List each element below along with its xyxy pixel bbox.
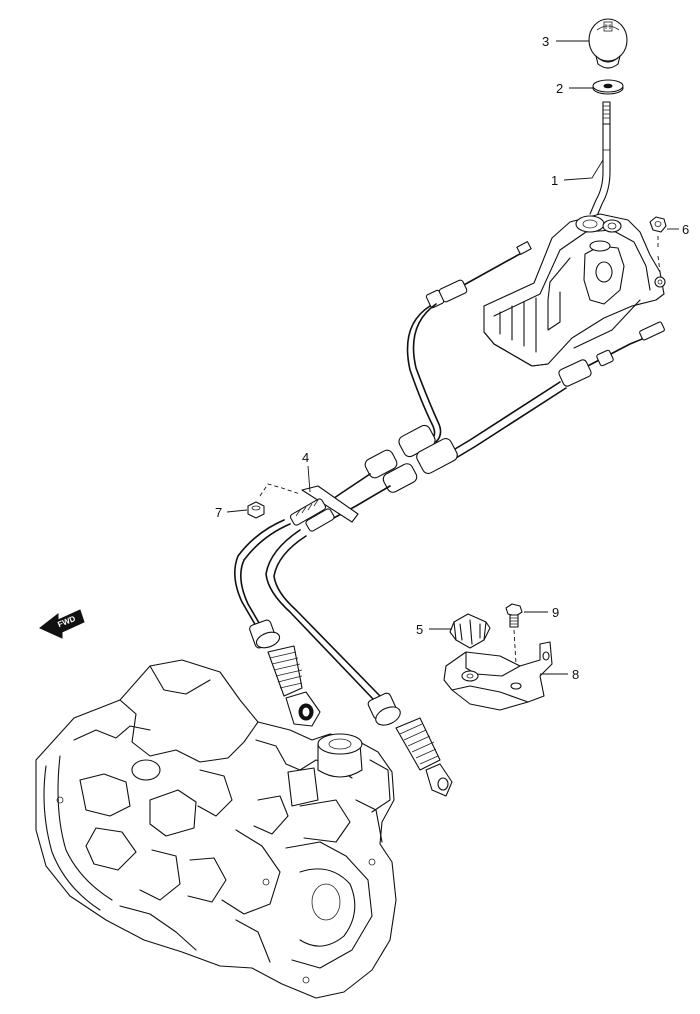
callout-6-label: 6 <box>682 222 689 237</box>
bracket-bolt <box>505 603 523 665</box>
callout-9: 9 <box>524 605 559 620</box>
transmission-case <box>35 659 397 999</box>
knob-washer <box>592 79 624 95</box>
callout-2-label: 2 <box>556 81 563 96</box>
callout-5: 5 <box>416 622 452 637</box>
callout-9-label: 9 <box>552 605 559 620</box>
gear-shift-cable <box>234 241 665 797</box>
housing-nut <box>649 216 667 273</box>
cable-bracket <box>443 641 553 711</box>
callout-4: 4 <box>302 450 311 493</box>
callout-2: 2 <box>556 81 594 96</box>
callout-1-label: 1 <box>551 173 558 188</box>
shift-knob <box>588 18 628 69</box>
callout-3: 3 <box>542 34 589 49</box>
callout-4-label: 4 <box>302 450 309 465</box>
callout-7: 7 <box>215 505 248 520</box>
shift-lever-housing <box>483 213 666 367</box>
cable-bracket-bolt <box>247 483 301 519</box>
callout-3-label: 3 <box>542 34 549 49</box>
callout-1: 1 <box>551 159 604 188</box>
cable-clip <box>449 613 491 649</box>
callout-7-label: 7 <box>215 505 222 520</box>
shift-lever <box>589 101 611 217</box>
callout-8: 8 <box>540 667 579 682</box>
forward-direction-arrow: FWD <box>39 609 85 639</box>
callout-6: 6 <box>667 222 689 237</box>
callout-8-label: 8 <box>572 667 579 682</box>
callout-5-label: 5 <box>416 622 423 637</box>
